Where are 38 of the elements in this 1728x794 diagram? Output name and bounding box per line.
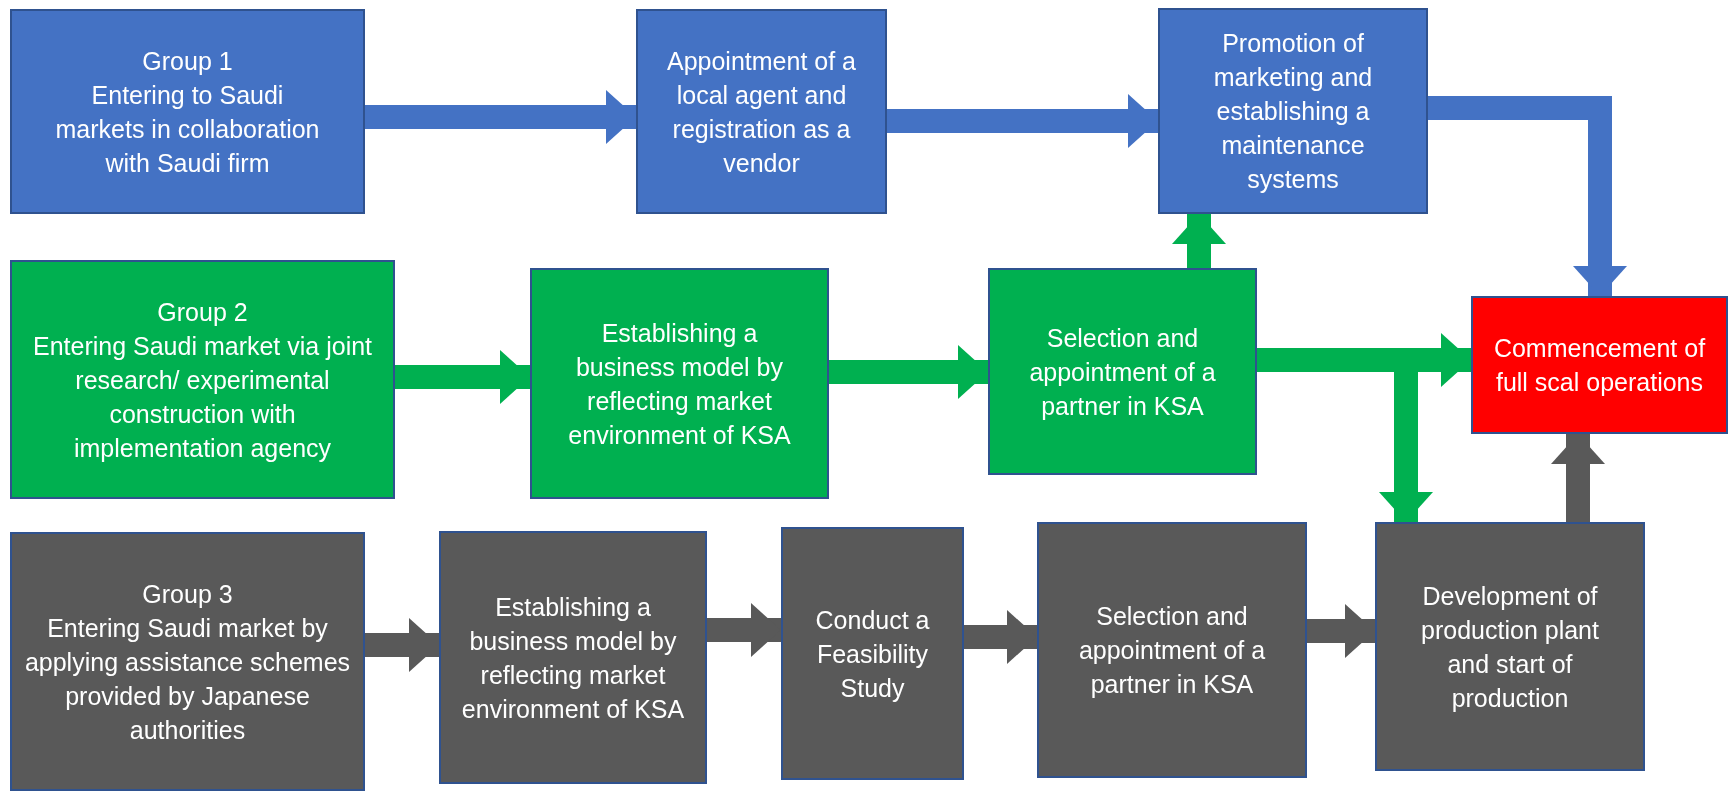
box-text: Development of production plant and start of production: [1420, 580, 1600, 714]
block-arrow: [365, 618, 439, 672]
group-heading: Group 3: [142, 578, 233, 610]
block-arrow: [707, 603, 781, 657]
box-text: Establishing a business model by reflecting market environment of KSA: [567, 317, 792, 451]
block-arrow: [365, 90, 636, 144]
box-text: Selection and appointment of a partner in KSA: [1028, 322, 1217, 422]
process-box: [439, 531, 707, 784]
block-arrow: [1551, 434, 1605, 522]
process-box: [10, 260, 395, 499]
block-arrow: [1428, 96, 1627, 296]
process-box: [1471, 296, 1728, 434]
process-box: [781, 527, 964, 780]
block-arrow: [1172, 214, 1226, 268]
block-arrow: [829, 345, 988, 399]
box-text: Promotion of marketing and establishing a maintenance systems: [1212, 28, 1374, 195]
process-box: [988, 268, 1257, 475]
block-arrow: [395, 350, 530, 404]
process-box: [1158, 8, 1428, 214]
process-box: [10, 532, 365, 791]
group-heading: Group 1: [142, 45, 233, 77]
box-text: Appointment of a local agent and registration as a vendor: [666, 45, 857, 179]
process-box: [530, 268, 829, 499]
box-text: Entering Saudi market by applying assistance schemes provided by Japanese authorities: [24, 612, 351, 746]
process-box: [1375, 522, 1645, 771]
process-box: [1037, 522, 1307, 778]
block-arrow: [1307, 604, 1375, 658]
box-text: Selection and appointment of a partner in KSA: [1077, 601, 1267, 700]
process-box: [10, 9, 365, 214]
box-text: Conduct a Feasibility Study: [814, 604, 931, 704]
group-heading: Group 2: [157, 296, 248, 328]
box-text: Entering to Saudi markets in collaboration with Saudi firm: [54, 79, 321, 179]
box-text: Commencement of full scal operations: [1492, 333, 1707, 398]
block-arrow: [887, 94, 1158, 148]
block-arrow: [964, 610, 1037, 664]
box-text: Entering Saudi market via joint research/ experimental construction with implementation agency: [31, 330, 374, 464]
process-box: [636, 9, 887, 214]
box-text: Establishing a business model by reflecting market environment of KSA: [460, 591, 686, 725]
